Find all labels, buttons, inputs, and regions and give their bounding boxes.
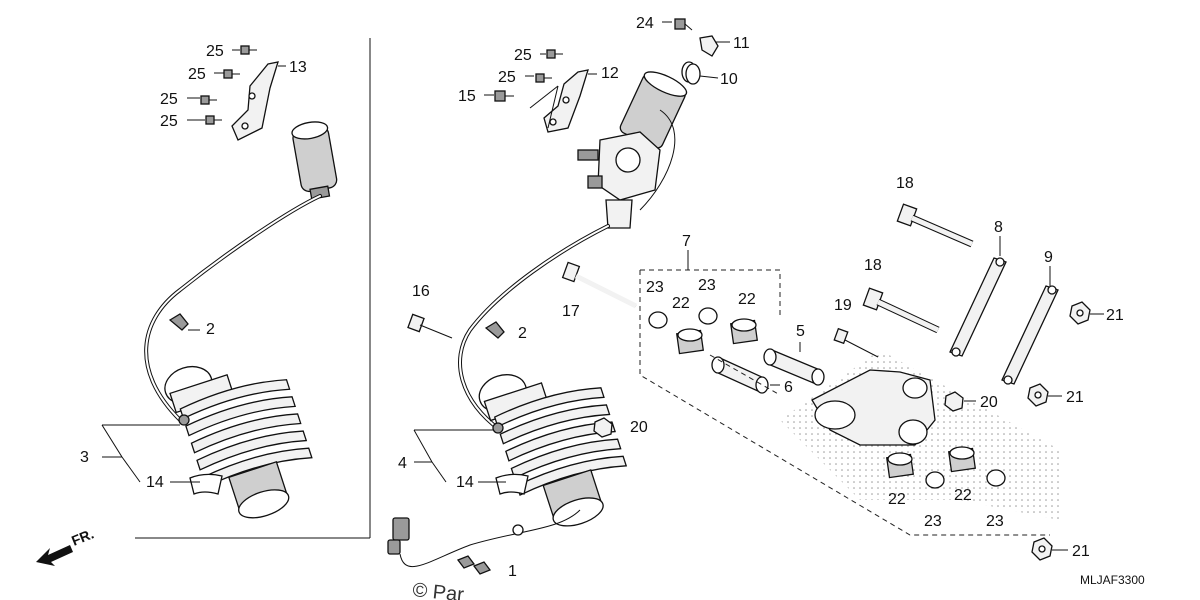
label-18: 18	[896, 175, 914, 192]
label-7: 7	[682, 233, 691, 250]
bearing-22-c	[885, 452, 915, 479]
label-23: 23	[698, 277, 716, 294]
bolt-16	[407, 313, 453, 339]
label-14: 14	[456, 474, 474, 491]
seal-23-b	[698, 307, 718, 325]
leader-lines	[101, 21, 1104, 551]
label-17: 17	[562, 303, 580, 320]
label-9: 9	[1044, 249, 1053, 266]
rear-shock-absorber-left	[144, 121, 338, 519]
bearing-22-d	[947, 446, 977, 473]
bearing-22-a	[675, 328, 705, 355]
nut-20-a	[944, 391, 964, 412]
label-25: 25	[206, 43, 224, 60]
collar-6	[711, 356, 769, 394]
label-sticker-right	[495, 473, 529, 495]
bolts-25-left	[200, 45, 257, 125]
label-20: 20	[630, 419, 648, 436]
bolt-24	[674, 18, 693, 31]
bolt-15	[494, 90, 514, 102]
left-variant-frame	[135, 38, 371, 539]
label-22: 22	[954, 487, 972, 504]
label-sticker-left	[189, 473, 223, 495]
label-25: 25	[160, 113, 178, 130]
watermark-text: © Par	[411, 579, 465, 600]
label-24: 24	[636, 15, 654, 32]
label-12: 12	[601, 65, 619, 82]
collar-5	[763, 348, 825, 386]
wire-harness	[387, 509, 581, 575]
front-label: FR.	[69, 525, 96, 548]
bolt-19	[833, 327, 879, 358]
label-18: 18	[864, 257, 882, 274]
label-22: 22	[672, 295, 690, 312]
label-16: 16	[412, 283, 430, 300]
label-23: 23	[986, 513, 1004, 530]
bolts-25-right	[535, 49, 563, 83]
label-13: 13	[289, 59, 307, 76]
label-23: 23	[924, 513, 942, 530]
seal-23-a	[648, 311, 668, 329]
bolt-18-upper	[896, 203, 974, 248]
nut-20-b	[593, 417, 613, 438]
bracket-13	[231, 61, 279, 141]
label-25: 25	[498, 69, 516, 86]
label-15: 15	[458, 88, 476, 105]
label-11: 11	[733, 35, 750, 52]
diagram-code: MLJAF3300	[1080, 573, 1145, 587]
label-8: 8	[994, 219, 1003, 236]
tie-rod-8	[949, 257, 1007, 357]
tie-rod-9	[1001, 285, 1059, 385]
nut-21-a	[1069, 301, 1091, 325]
label-5: 5	[796, 323, 805, 340]
label-1: 1	[508, 563, 517, 580]
bearing-kit-outline	[639, 269, 1050, 536]
hose-clip-left	[168, 313, 200, 331]
callout-labels: 25 25 25 25 13 2 3 14 25 25 15 12 24 11 …	[80, 15, 1124, 580]
label-14: 14	[146, 474, 164, 491]
label-6: 6	[784, 379, 793, 396]
bearing-22-b	[729, 318, 759, 345]
label-23: 23	[646, 279, 664, 296]
label-25: 25	[514, 47, 532, 64]
label-22: 22	[888, 491, 906, 508]
front-direction-indicator: FR.	[36, 525, 96, 566]
hose-clip-right	[484, 321, 505, 339]
bolt-18-lower	[862, 287, 940, 334]
label-19: 19	[834, 297, 852, 314]
label-21: 21	[1106, 307, 1124, 324]
label-21: 21	[1066, 389, 1084, 406]
label-22: 22	[738, 291, 756, 308]
nut-21-b	[1027, 383, 1049, 407]
seal-23-c	[925, 471, 945, 489]
label-3: 3	[80, 449, 89, 466]
label-2: 2	[206, 321, 215, 338]
nut-21-c	[1031, 537, 1053, 561]
label-21: 21	[1072, 543, 1090, 560]
bolt-17	[561, 261, 638, 309]
clamp-11	[699, 35, 719, 57]
seal-23-d	[986, 469, 1006, 487]
label-20: 20	[980, 394, 998, 411]
label-4: 4	[398, 455, 407, 472]
label-25: 25	[188, 66, 206, 83]
shock-link-arm	[811, 369, 936, 446]
label-2: 2	[518, 325, 527, 342]
label-25: 25	[160, 91, 178, 108]
rear-shock-absorber-right	[458, 71, 688, 527]
spring-10	[681, 61, 701, 85]
label-10: 10	[720, 71, 738, 88]
bracket-12	[543, 69, 589, 133]
